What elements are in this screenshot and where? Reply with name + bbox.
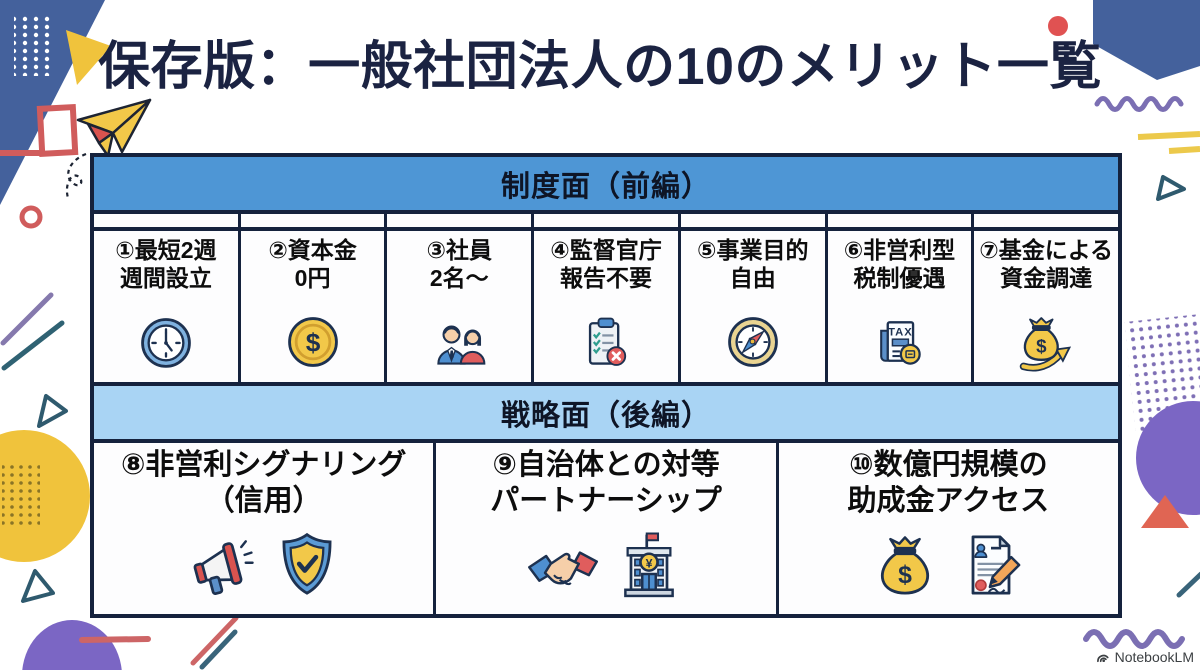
- tax-document-icon: TAX: [880, 321, 922, 365]
- brand-label: NotebookLM: [1114, 649, 1194, 665]
- merit-text: ③社員 2名〜: [426, 237, 493, 292]
- purple-squiggle-top: [1094, 96, 1184, 112]
- teal-line-decoration: [1, 320, 65, 371]
- handshake-icon: [527, 551, 598, 586]
- teal-diagonal-line: [199, 629, 238, 670]
- yellow-triangle-decoration: [66, 30, 111, 85]
- merit-cell-no-agency-report: ④監督官庁 報告不要: [531, 231, 678, 383]
- coral-triangle-decoration: [1141, 495, 1189, 528]
- merit-cell-fast-setup: ①最短2週 週間設立: [94, 231, 238, 382]
- section-header-institutional: 制度面（前編）: [94, 157, 1118, 214]
- checklist-x-icon: [588, 317, 627, 367]
- teal-triangle-outline: [37, 394, 68, 428]
- merit-cell-grant-access: ⑩数億円規模の 助成金アクセス $: [775, 443, 1118, 614]
- merit-cell-fund-raising: ⑦基金による 資金調達 $: [971, 231, 1118, 383]
- red-square-outline: [0, 103, 79, 157]
- merit-text: ⑥非営利型 税制優遇: [843, 237, 956, 292]
- merit-icons: [185, 529, 343, 601]
- money-bag-icon: $: [881, 536, 930, 595]
- strategic-merits-row: ⑧非営利シグナリング （信用）: [94, 443, 1118, 614]
- megaphone-icon: [193, 540, 254, 595]
- navy-banner-decoration: [1093, 0, 1200, 80]
- merit-cell-zero-capital: ②資本金 0円 $: [237, 231, 385, 383]
- white-dots-grid: [14, 16, 54, 76]
- svg-text:$: $: [1036, 336, 1047, 357]
- merit-text: ⑨自治体との対等 パートナーシップ: [490, 449, 722, 517]
- merit-text: ⑩数億円規模の 助成金アクセス: [847, 449, 1050, 517]
- spacer-row: [94, 214, 1118, 231]
- purple-circle-decoration: [1136, 401, 1200, 515]
- teal-triangle-outline-2: [21, 569, 55, 603]
- section-header-strategic: 戦略面（後編）: [94, 382, 1118, 444]
- red-horizontal-line: [79, 636, 151, 643]
- paper-plane-icon: [76, 98, 152, 158]
- purple-squiggle-bottom: [1083, 629, 1185, 649]
- notebooklm-brand: NotebookLM: [1096, 649, 1194, 665]
- two-people-icon: [437, 325, 486, 365]
- yellow-line-1: [1137, 131, 1200, 140]
- merit-text: ②資本金 0円: [268, 237, 357, 292]
- teal-triangle-outline-3: [1156, 175, 1186, 201]
- merit-cell-tax-benefit: ⑥非営利型 税制優遇 TAX: [824, 231, 972, 383]
- svg-text:¥: ¥: [646, 556, 653, 570]
- olive-dots-grid: [2, 462, 40, 528]
- svg-text:$: $: [898, 562, 912, 589]
- purple-blob-decoration: [22, 620, 122, 670]
- teal-diagonal-line-2: [1176, 571, 1200, 598]
- merit-text: ⑦基金による 資金調達: [979, 237, 1114, 292]
- svg-text:$: $: [305, 328, 320, 358]
- merit-icons: ¥: [527, 529, 685, 601]
- red-diagonal-line: [190, 615, 239, 666]
- clock-icon: [141, 318, 191, 369]
- shield-check-icon: [282, 532, 332, 595]
- red-circle-outline: [19, 205, 43, 229]
- contract-pen-icon: [971, 535, 1021, 595]
- government-building-icon: ¥: [624, 532, 674, 598]
- page-title: 保存版：一般社団法人の10のメリット一覧: [98, 38, 1102, 96]
- yellow-line-2: [1168, 146, 1200, 154]
- notebooklm-logo-icon: [1096, 654, 1109, 662]
- merit-cell-municipality-partnership: ⑨自治体との対等 パートナーシップ: [433, 443, 775, 614]
- svg-text:TAX: TAX: [889, 327, 913, 339]
- merit-text: ⑧非営利シグナリング （信用）: [120, 449, 407, 517]
- dashed-doodle: [65, 152, 87, 199]
- money-bag-growth-icon: $: [1019, 317, 1072, 372]
- merit-icons: $: [869, 529, 1027, 601]
- merit-cell-two-members: ③社員 2名〜: [384, 231, 531, 383]
- merit-cell-free-purpose: ⑤事業目的 自由: [677, 231, 825, 383]
- merit-text: ④監督官庁 報告不要: [550, 237, 662, 292]
- merit-text: ①最短2週 週間設立: [115, 237, 217, 292]
- merit-cell-nonprofit-signaling: ⑧非営利シグナリング （信用）: [94, 443, 433, 614]
- red-dot-decoration: [1048, 16, 1068, 36]
- dollar-coin-icon: $: [287, 317, 338, 368]
- merits-table: 制度面（前編） ①最短2週 週間設立: [90, 153, 1122, 618]
- purple-line-decoration: [0, 292, 54, 346]
- merit-text: ⑤事業目的 自由: [696, 237, 809, 292]
- compass-icon: [727, 317, 778, 368]
- institutional-merits-row: ①最短2週 週間設立 ②資本金 0円: [94, 231, 1118, 383]
